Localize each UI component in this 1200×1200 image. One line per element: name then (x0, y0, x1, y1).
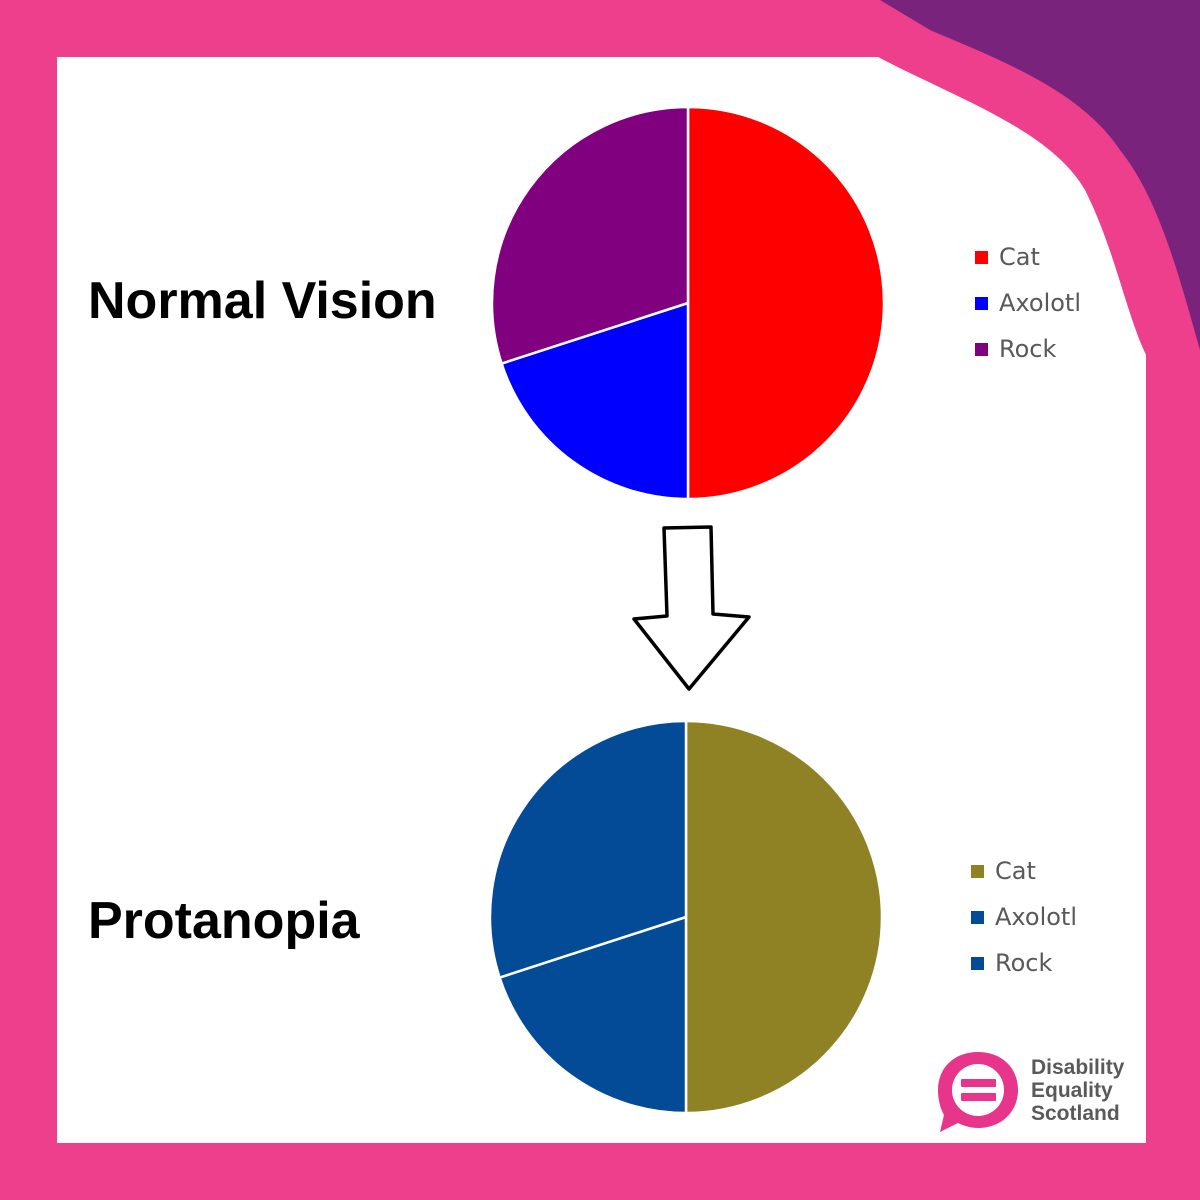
legend-swatch (971, 864, 984, 878)
pie-chart-normal (490, 105, 886, 501)
legend-swatch (975, 342, 988, 356)
logo-line: Disability (1031, 1056, 1125, 1079)
logo-line: Scotland (1031, 1102, 1120, 1125)
legend-swatch (971, 910, 984, 924)
equality-speech-bubble-icon (938, 1052, 1018, 1132)
legend-item: Axolotl (971, 894, 1077, 940)
legend-swatch (975, 250, 988, 264)
legend-label: Axolotl (999, 289, 1081, 317)
pie-slice-axolotl (498, 915, 688, 1115)
legend-swatch (975, 296, 988, 310)
pie-chart-protanopia (488, 719, 884, 1115)
legend-item: Rock (975, 326, 1081, 372)
legend-label: Rock (999, 335, 1057, 363)
legend-label: Cat (995, 857, 1036, 885)
legend-normal: Cat Axolotl Rock (975, 234, 1081, 372)
pie-slice-cat (684, 719, 884, 1115)
legend-protanopia: Cat Axolotl Rock (971, 848, 1077, 986)
pie-slice-rock (490, 105, 690, 365)
normal-vision-heading: Normal Vision (88, 272, 437, 330)
corner-purple-shape (880, 0, 1200, 350)
legend-item: Rock (971, 940, 1077, 986)
legend-label: Rock (995, 949, 1053, 977)
pie-slice-axolotl (500, 301, 690, 501)
legend-item: Axolotl (975, 280, 1081, 326)
legend-label: Cat (999, 243, 1040, 271)
logo-wordmark: Disability Equality Scotland (1031, 1056, 1124, 1125)
logo-line: Equality (1031, 1079, 1113, 1102)
legend-item: Cat (975, 234, 1081, 280)
pie-slice-cat (686, 105, 886, 501)
legend-item: Cat (971, 848, 1077, 894)
legend-label: Axolotl (995, 903, 1077, 931)
pie-slice-rock (488, 719, 688, 979)
legend-swatch (971, 956, 984, 970)
protanopia-heading: Protanopia (88, 892, 360, 950)
down-arrow-icon (632, 525, 751, 691)
